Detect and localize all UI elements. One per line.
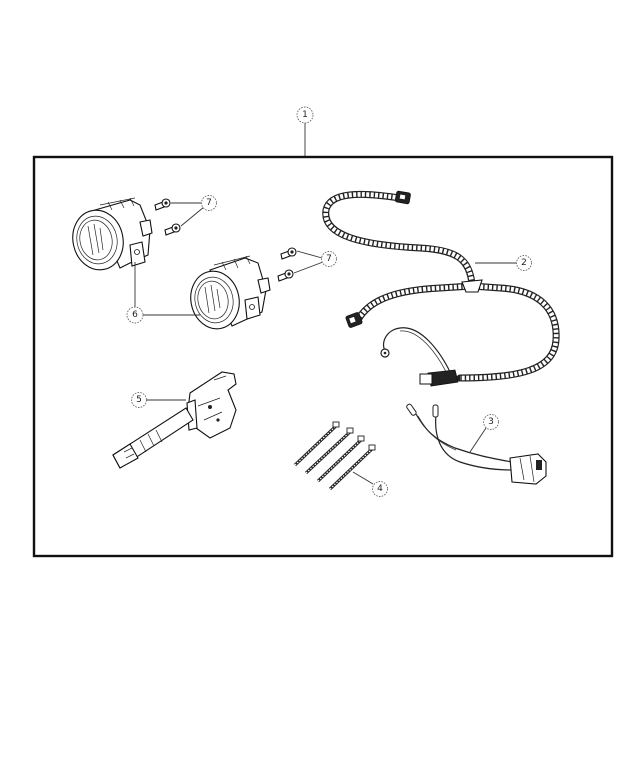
callout-3[interactable]: 3 xyxy=(469,414,499,453)
cable-tie-4 xyxy=(328,444,376,491)
callout-6-label: 6 xyxy=(132,310,138,320)
fog-lamp-right[interactable] xyxy=(185,255,271,333)
wiring-harness[interactable] xyxy=(322,190,560,387)
screw-upper-2[interactable] xyxy=(164,223,181,236)
callout-4-label: 4 xyxy=(377,484,383,494)
callout-7a-label: 7 xyxy=(206,198,212,208)
callout-7-upper[interactable]: 7 xyxy=(171,195,217,227)
screw-lower-1[interactable] xyxy=(280,247,297,260)
callout-6[interactable]: 6 xyxy=(126,262,200,324)
callout-5-label: 5 xyxy=(136,395,142,405)
callout-4[interactable]: 4 xyxy=(352,471,388,497)
callout-5[interactable]: 5 xyxy=(131,392,187,408)
screw-upper-1[interactable] xyxy=(154,198,171,211)
callout-7-lower[interactable]: 7 xyxy=(293,250,337,274)
multifunction-switch[interactable] xyxy=(112,371,237,469)
callout-7b-label: 7 xyxy=(326,254,332,264)
callout-2-label: 2 xyxy=(521,258,527,268)
kit-frame xyxy=(32,155,614,558)
fog-lamp-left[interactable] xyxy=(67,197,153,275)
callout-2[interactable]: 2 xyxy=(475,255,532,271)
cable-tie-3 xyxy=(316,435,365,483)
callout-1[interactable]: 1 xyxy=(296,106,314,157)
cable-tie-2 xyxy=(304,427,354,475)
callout-1-label: 1 xyxy=(302,110,308,120)
callout-3-label: 3 xyxy=(488,417,494,427)
screw-lower-2[interactable] xyxy=(277,269,294,282)
cable-ties[interactable] xyxy=(293,421,376,491)
cable-tie-1 xyxy=(293,421,340,467)
jumper-harness[interactable] xyxy=(406,403,547,485)
